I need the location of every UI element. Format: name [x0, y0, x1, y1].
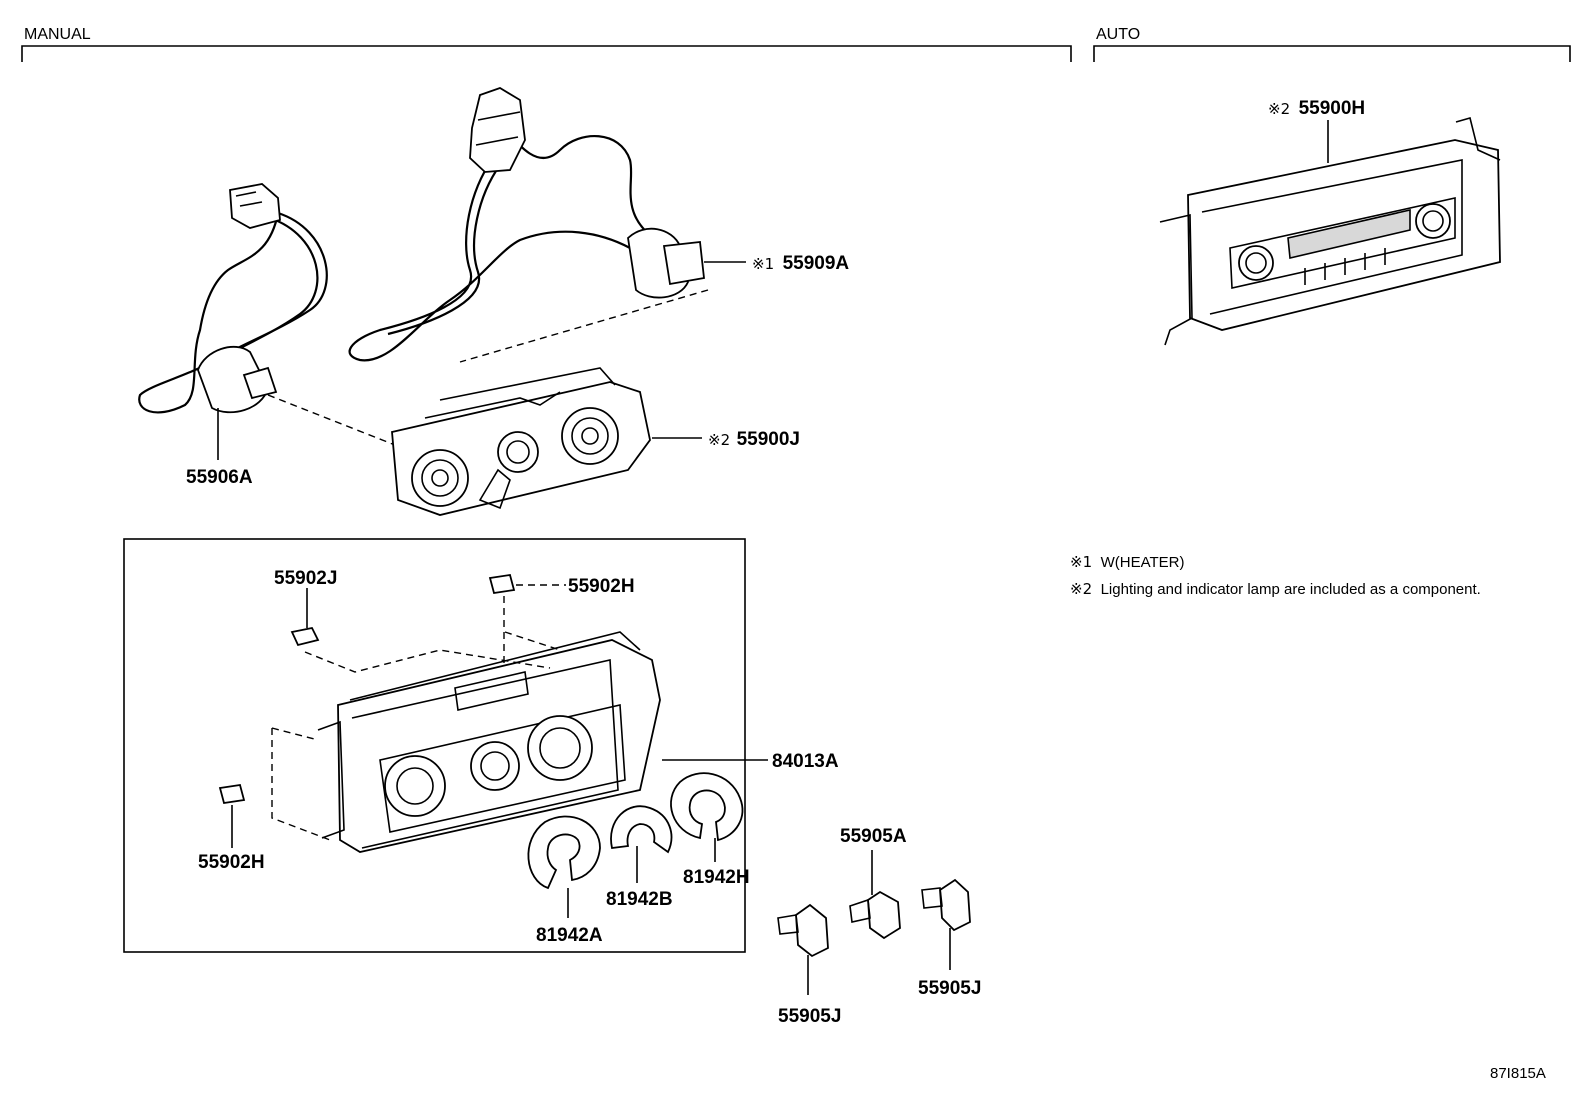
mark-55900J: ※2: [708, 431, 730, 449]
section-manual-label: MANUAL: [24, 26, 91, 43]
part-label-81942B: 81942B: [606, 889, 673, 910]
part-label-84013A: 84013A: [772, 751, 839, 772]
note-1: ※1 W(HEATER): [1070, 553, 1184, 571]
bulb-55902J: [290, 626, 320, 647]
section-auto-label: AUTO: [1096, 26, 1140, 43]
dashed-guide-bezel-top: [304, 649, 551, 673]
auto-section-bracket: [1093, 45, 1571, 62]
part-label-55902J: 55902J: [274, 568, 337, 589]
part-label-81942A: 81942A: [536, 925, 603, 946]
part-label-55902H-left: 55902H: [198, 852, 265, 873]
auto-control-assembly: [1159, 117, 1501, 346]
part-55900J-label-group: ※2 55900J: [708, 429, 800, 450]
part-label-55906A: 55906A: [186, 467, 253, 488]
bezel-panel-84013A: [317, 631, 661, 853]
dashed-guide-bezel-top-right: [504, 631, 561, 651]
bulb-55902H-left: [218, 783, 246, 805]
part-label-55905A: 55905A: [840, 826, 907, 847]
part-label-55905J-right: 55905J: [918, 978, 981, 999]
ring-81942A: [527, 815, 601, 890]
bezel-assembly-frame: [123, 538, 746, 953]
part-55900H-label-group: ※2 55900H: [1268, 98, 1365, 119]
dashed-guide-55902H-left: [271, 728, 331, 841]
note-1-text: W(HEATER): [1101, 554, 1185, 571]
part-label-55900H: 55900H: [1299, 98, 1366, 119]
diagram-code: 87I815A: [1490, 1065, 1546, 1082]
part-label-55900J: 55900J: [737, 429, 800, 450]
knob-55905J-left: [777, 903, 829, 958]
dashed-guide-55902H-left-top: [271, 727, 319, 741]
part-label-55902H-top: 55902H: [568, 576, 635, 597]
harness-wire-55909A: [348, 87, 705, 362]
ring-81942H: [670, 772, 744, 842]
note-2-mark: ※2: [1070, 580, 1092, 598]
ring-81942B: [610, 805, 673, 854]
knob-55905J-right: [921, 878, 971, 932]
mark-55909A: ※1: [752, 255, 774, 273]
note-1-mark: ※1: [1070, 553, 1092, 571]
note-2-text: Lighting and indicator lamp are included…: [1101, 581, 1481, 598]
note-2: ※2 Lighting and indicator lamp are inclu…: [1070, 580, 1481, 598]
knob-55905A: [849, 890, 901, 940]
part-label-55909A: 55909A: [783, 253, 850, 274]
part-label-55905J-left: 55905J: [778, 1006, 841, 1027]
dashed-guide-55909A: [459, 289, 709, 363]
manual-section-bracket: [21, 45, 1072, 62]
part-label-81942H: 81942H: [683, 867, 750, 888]
manual-control-assembly-55900J: [391, 367, 651, 516]
bulb-55902H-top: [488, 573, 516, 595]
harness-wire-55906A: [138, 183, 328, 414]
mark-55900H: ※2: [1268, 100, 1290, 118]
dashed-guide-55906A: [267, 394, 396, 446]
part-55909A-label-group: ※1 55909A: [752, 253, 849, 274]
